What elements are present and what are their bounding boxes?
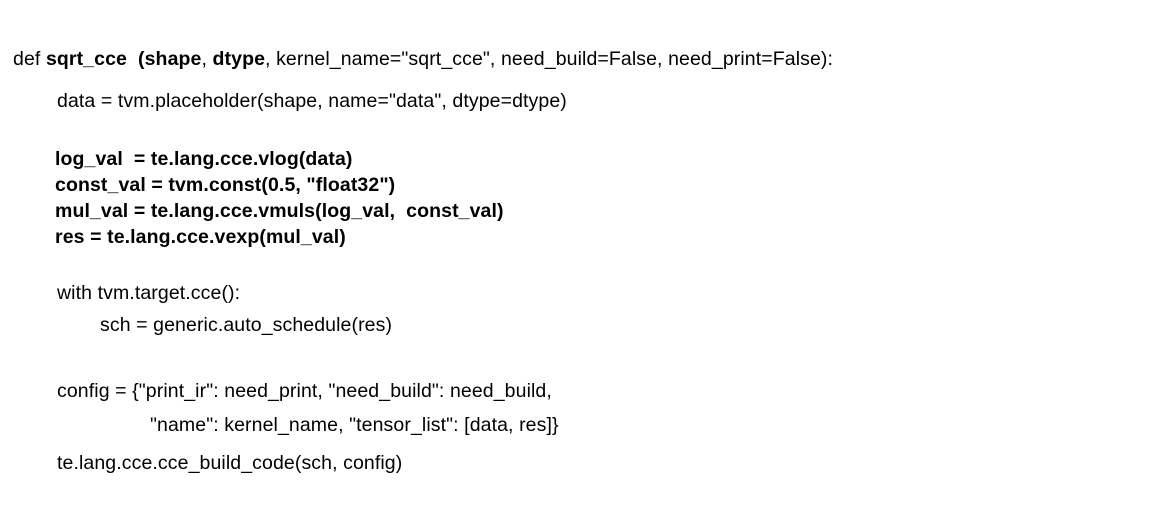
code-line-with-target: with tvm.target.cce(): — [57, 282, 241, 304]
code-line-build-code: te.lang.cce.cce_build_code(sch, config) — [57, 452, 403, 474]
code-line-config-continuation: "name": kernel_name, "tensor_list": [dat… — [150, 414, 559, 436]
code-token-comma-1: , — [201, 48, 213, 70]
code-token-def: def — [13, 48, 46, 70]
code-line-config-open: config = {"print_ir": need_print, "need_… — [57, 380, 552, 402]
code-line-auto-schedule: sch = generic.auto_schedule(res) — [100, 314, 393, 336]
code-line-placeholder: data = tvm.placeholder(shape, name="data… — [57, 90, 567, 112]
code-token-function-name: sqrt_cce — [45, 48, 127, 70]
code-token-param-dtype: dtype — [212, 48, 266, 70]
code-token-param-shape: (shape — [138, 48, 202, 70]
code-line-const-val: const_val = tvm.const(0.5, "float32") — [55, 174, 396, 196]
code-line-log-val: log_val = te.lang.cce.vlog(data) — [55, 148, 353, 170]
code-line-mul-val: mul_val = te.lang.cce.vmuls(log_val, con… — [55, 200, 504, 222]
code-token-gap — [127, 48, 138, 70]
code-line-signature: def sqrt_cce (shape, dtype, kernel_name=… — [13, 46, 833, 72]
code-token-params-rest: , kernel_name="sqrt_cce", need_build=Fal… — [265, 48, 834, 70]
code-line-res: res = te.lang.cce.vexp(mul_val) — [55, 226, 346, 248]
